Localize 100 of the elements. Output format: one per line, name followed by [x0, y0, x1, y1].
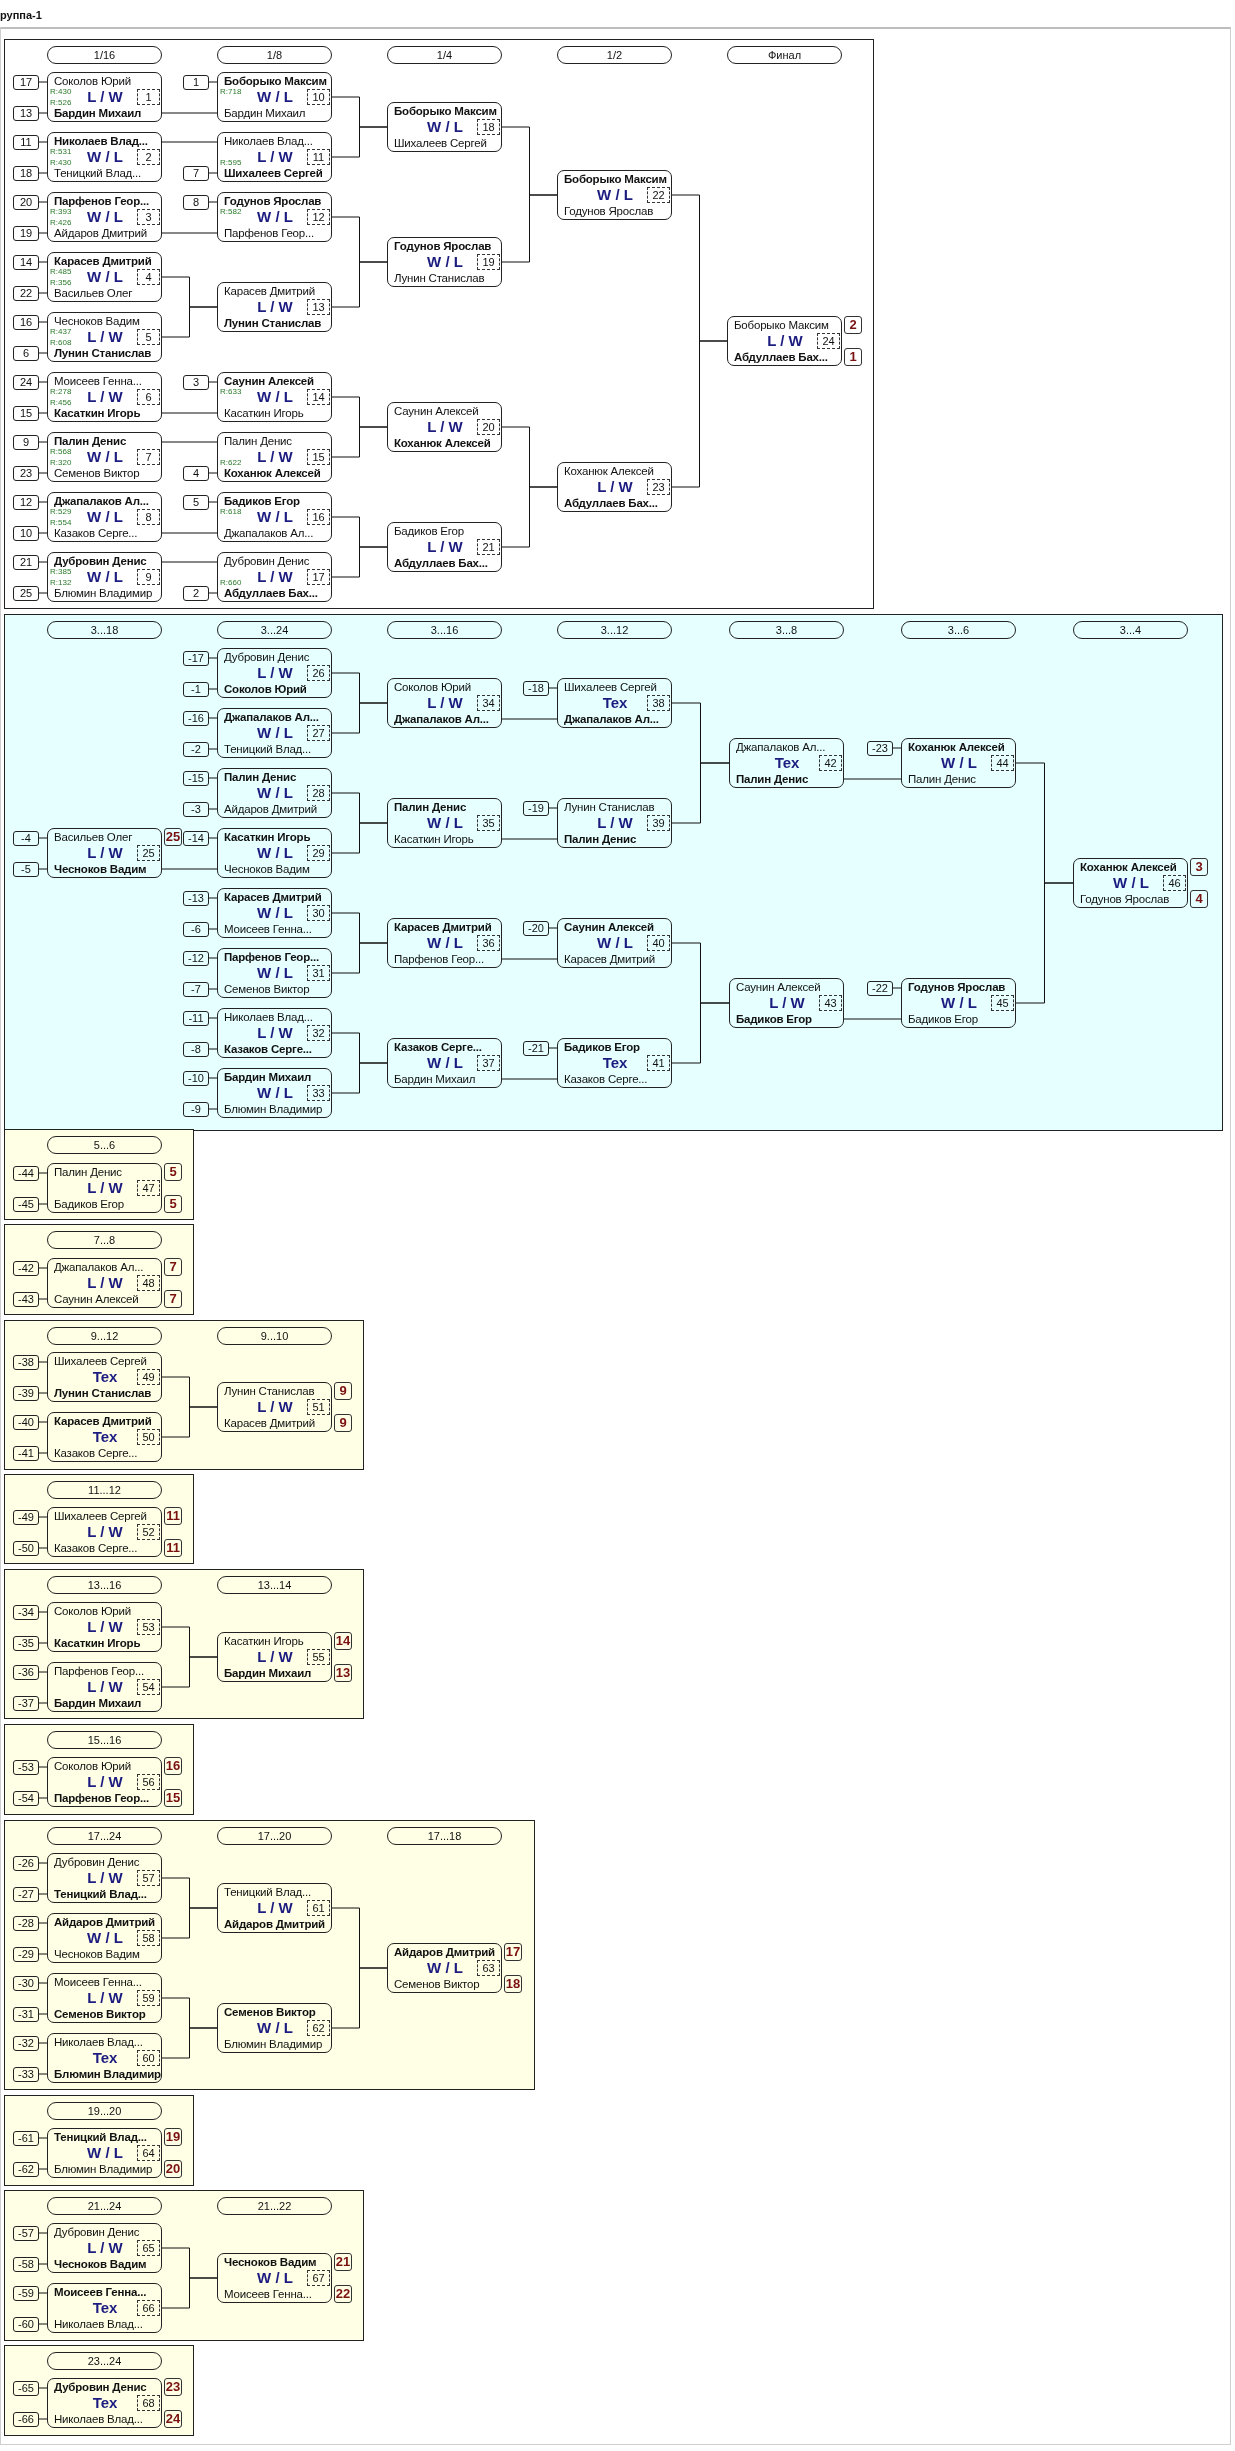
match-result: Tex [91, 1428, 119, 1446]
player-name: Айдаров Дмитрий [54, 1915, 155, 1929]
seed-number: -59 [13, 2285, 39, 2301]
bracket-line [38, 1421, 48, 1423]
player-name: Годунов Ярослав [394, 239, 492, 253]
match-result: L / W [256, 664, 294, 682]
player-name: Казаков Серге... [224, 1042, 312, 1056]
bracket-line [38, 441, 48, 443]
match-number: 25 [137, 845, 160, 861]
seed-number: 25 [13, 585, 39, 601]
player-name: Дубровин Денис [54, 1855, 140, 1869]
match-box [217, 1632, 332, 1682]
bracket-line [38, 1982, 48, 1984]
match-number: 67 [307, 2270, 330, 2286]
seed-number: -50 [13, 1540, 39, 1556]
match-number: 60 [137, 2050, 160, 2066]
match-number: 15 [307, 449, 330, 465]
bracket-line [38, 1547, 48, 1549]
bracket-line [38, 2387, 48, 2389]
seed-number: 16 [13, 314, 39, 330]
match-result: W / L [86, 1929, 124, 1947]
player-name: Коханюк Алексей [908, 740, 1005, 754]
match-result: W / L [256, 2019, 294, 2037]
bracket-line [38, 232, 48, 234]
player-name: Айдаров Дмитрий [224, 802, 317, 816]
match-result: W / L [940, 754, 978, 772]
bracket-line [161, 112, 218, 114]
match-number: 18 [477, 119, 500, 135]
match-number: 39 [647, 815, 670, 831]
player-name: Казаков Серге... [54, 1541, 138, 1555]
seed-number: -39 [13, 1385, 39, 1401]
bracket-line [38, 141, 48, 143]
match-result: W / L [256, 2269, 294, 2287]
match-number: 31 [307, 965, 330, 981]
bracket-line [501, 718, 558, 720]
match-number: 36 [477, 935, 500, 951]
match-number: 51 [307, 1399, 330, 1415]
player-name: Бардин Михаил [224, 1070, 312, 1084]
seed-number: -8 [183, 1041, 209, 1057]
match-box [387, 1943, 502, 1993]
bracket-line [38, 472, 48, 474]
match-number: 66 [137, 2300, 160, 2316]
match-number: 30 [307, 905, 330, 921]
bracket-line [208, 988, 218, 990]
player-name: Шихалеев Сергей [224, 166, 323, 180]
player-name: Семенов Виктор [54, 466, 140, 480]
player-name: Шихалеев Сергей [54, 1354, 147, 1368]
player-name: Семенов Виктор [224, 2005, 316, 2019]
bracket-line [501, 1078, 558, 1080]
match-box [387, 402, 502, 452]
player-name: Абдуллаев Бах... [734, 350, 828, 364]
match-result: W / L [86, 208, 124, 226]
player-rating: R:393 [50, 207, 72, 216]
match-result: W / L [940, 994, 978, 1012]
seed-number: -21 [523, 1040, 549, 1056]
bracket-line [548, 687, 558, 689]
match-box [47, 1853, 162, 1903]
bracket-panel [4, 1724, 194, 1815]
match-box [217, 2253, 332, 2303]
player-name: Соколов Юрий [224, 682, 307, 696]
page-title: руппа-1 [0, 9, 42, 21]
player-name: Семенов Виктор [224, 982, 310, 996]
player-name: Коханюк Алексей [564, 464, 654, 478]
match-result: W / L [426, 934, 464, 952]
match-box [47, 252, 162, 302]
player-name: Карасев Дмитрий [224, 284, 315, 298]
player-name: Саунин Алексей [54, 1292, 139, 1306]
player-rating: R:718 [220, 87, 242, 96]
bracket-line [38, 1611, 48, 1613]
place-badge: 25 [164, 828, 182, 846]
place-badge: 22 [334, 2285, 352, 2303]
player-name: Касаткин Игорь [394, 832, 474, 846]
match-number: 27 [307, 725, 330, 741]
seed-number: -62 [13, 2161, 39, 2177]
player-name: Бадиков Егор [908, 1012, 978, 1026]
bracket-line [38, 1267, 48, 1269]
seed-number: -23 [867, 740, 893, 756]
bracket-line [331, 822, 388, 854]
player-rating: R:356 [50, 278, 72, 287]
match-box [217, 1883, 332, 1933]
match-number: 41 [647, 1055, 670, 1071]
bracket-line [38, 2292, 48, 2294]
seed-number: -13 [183, 890, 209, 906]
bracket-line [38, 2042, 48, 2044]
bracket-line [161, 232, 218, 234]
seed-number: 5 [183, 494, 209, 510]
match-number: 44 [991, 755, 1014, 771]
player-name: Палин Денис [54, 1165, 122, 1179]
match-box [387, 237, 502, 287]
match-result: L / W [256, 1398, 294, 1416]
bracket-line [1015, 882, 1074, 1004]
player-name: Моисеев Генна... [224, 922, 312, 936]
player-name: Бардин Михаил [54, 106, 142, 120]
player-rating: R:426 [50, 218, 72, 227]
match-number: 4 [137, 269, 160, 285]
bracket-line [501, 838, 558, 840]
match-number: 52 [137, 1524, 160, 1540]
match-result: L / W [86, 1989, 124, 2007]
match-box [47, 1258, 162, 1308]
match-result: L / W [86, 1274, 124, 1292]
